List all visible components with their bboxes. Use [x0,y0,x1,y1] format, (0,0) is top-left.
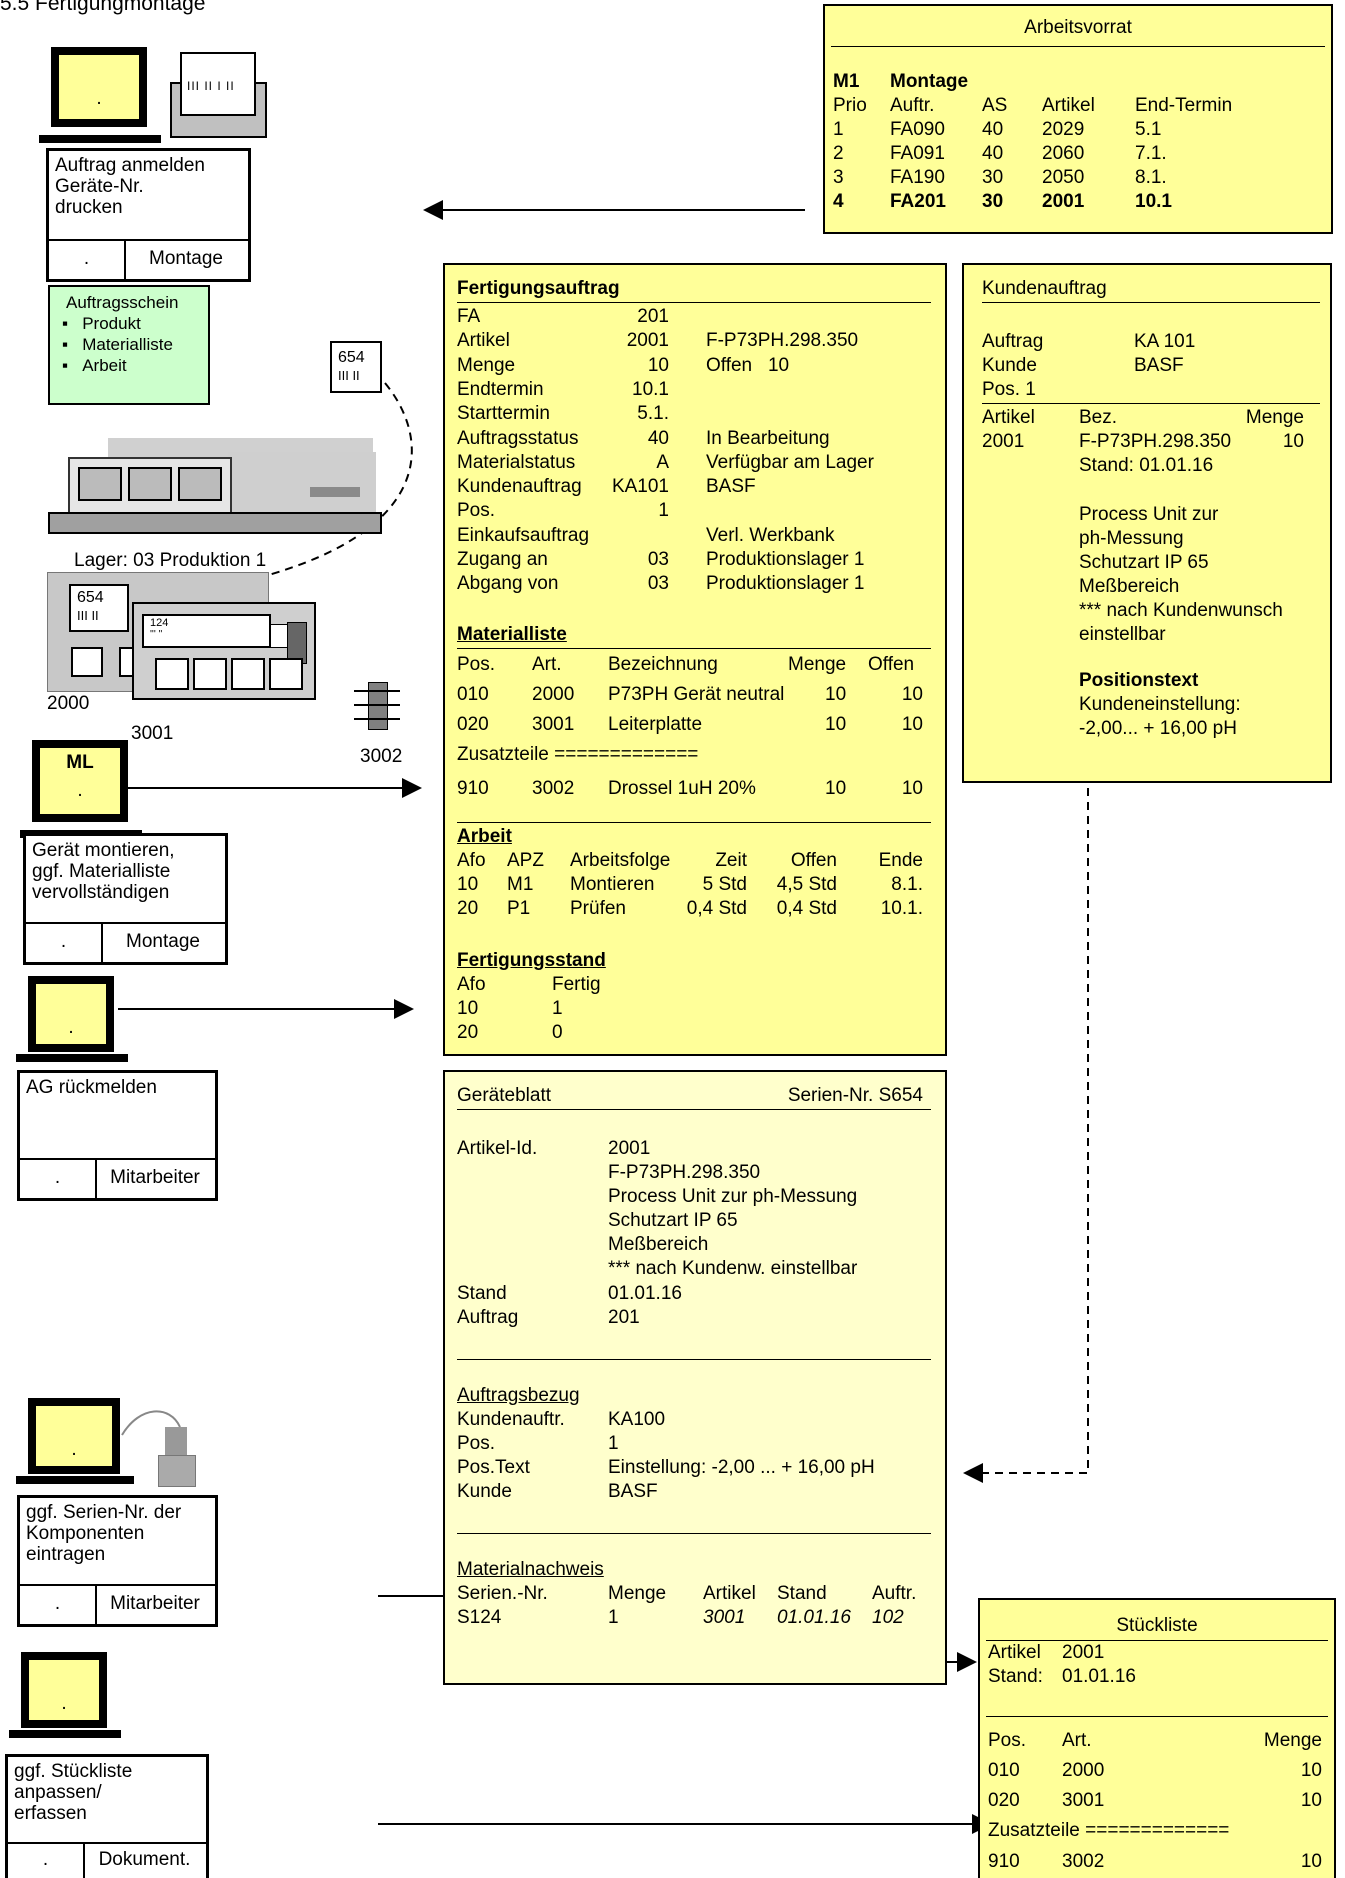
card-serien-nr: ggf. Serien-Nr. der Komponenten eintrage… [17,1495,218,1627]
inductor-icon [352,680,402,730]
card-action-montage[interactable]: Montage [124,241,248,279]
stueckliste-panel: Stückliste Artikel 2001 Stand: 01.01.16 … [978,1598,1336,1878]
card-text: AG rückmelden [26,1077,157,1098]
stueckliste-title: Stückliste [980,1614,1334,1638]
arbeitsvorrat-title: Arbeitsvorrat [825,16,1331,40]
barcode-label: III II I II [187,74,235,98]
arbeit-title: Arbeit [457,825,512,849]
doc-item: ▪ Materialliste [62,335,173,355]
card-action-mitarbeiter[interactable]: Mitarbeiter [95,1586,215,1624]
dashed-kunden-to-geraeteblatt [965,788,1088,1473]
kundenauftrag-panel: Kundenauftrag Auftrag KA 101 Kunde BASF … [962,263,1332,783]
computer-icon: . [51,47,151,134]
arbeitsvorrat-panel: Arbeitsvorrat M1 Montage Prio Auftr. AS … [823,4,1333,234]
part-3001-label: 3001 [131,722,173,746]
doc-item: ▪ Arbeit [62,356,127,376]
tag-124: 124 ''' '' [142,614,271,648]
lager-label: Lager: 03 Produktion 1 [74,549,266,573]
card-dot: . [49,241,126,279]
card-text: Gerät montieren, ggf. Materialliste verv… [32,840,175,903]
part-3002-label: 3002 [360,745,402,769]
fertigungsstand-title: Fertigungsstand [457,949,606,973]
barcode-scanner-icon [120,1405,190,1487]
materialliste-title: Materialliste [457,623,567,647]
card-text: Auftrag anmelden Geräte-Nr. drucken [55,155,205,218]
computer-icon: . [28,976,118,1060]
doc-item: ▪ Produkt [62,314,141,334]
kundenauftrag-title: Kundenauftrag [982,277,1107,301]
card-geraet-montieren: Gerät montieren, ggf. Materialliste verv… [23,833,228,965]
geraeteblatt-title: Geräteblatt [457,1084,551,1108]
card-stueckliste-anpassen: ggf. Stückliste anpassen/ erfassen . Dok… [5,1754,209,1878]
card-action-mitarbeiter[interactable]: Mitarbeiter [95,1160,215,1198]
computer-icon: . [21,1652,111,1736]
printer-icon: III II I II [170,52,265,137]
zusatzteile-label: Zusatzteile ============= [988,1819,1229,1843]
geraeteblatt-panel: Geräteblatt Serien-Nr. S654 Artikel-Id. … [443,1070,947,1685]
part-2000-label: 2000 [47,692,89,716]
card-dot: . [26,924,103,962]
computer-ml-icon: ML . [32,740,132,835]
card-dot: . [20,1160,97,1198]
screen: . [59,55,139,119]
card-auftrag-anmelden: Auftrag anmelden Geräte-Nr. drucken . Mo… [46,148,251,282]
tag-654: 654 III II [69,584,129,632]
card-dot: . [20,1586,97,1624]
fa-title: Fertigungsauftrag [457,277,620,301]
geraeteblatt-serial: Serien-Nr. S654 [695,1084,923,1108]
machine-image: 654 III II 124 ''' '' [47,572,377,702]
card-action-montage[interactable]: Montage [101,924,225,962]
card-text: ggf. Serien-Nr. der Komponenten eintrage… [26,1502,181,1565]
production-hall-image [48,432,378,532]
card-dot: . [8,1844,85,1878]
zusatzteile-label: Zusatzteile ============= [457,743,698,767]
auftragsschein-title: Auftragsschein [66,293,178,313]
computer-icon: . [28,1398,123,1482]
card-text: ggf. Stückliste anpassen/ erfassen [14,1761,132,1824]
device-tag: 654 III II [330,341,382,393]
card-ag-rueckmelden: AG rückmelden . Mitarbeiter [17,1070,218,1201]
card-action-dokument[interactable]: Dokument. [83,1844,206,1878]
page-header: 5.5 Fertigungmontage [0,0,205,16]
auftragsschein-document: Auftragsschein ▪ Produkt ▪ Materialliste… [48,285,210,405]
